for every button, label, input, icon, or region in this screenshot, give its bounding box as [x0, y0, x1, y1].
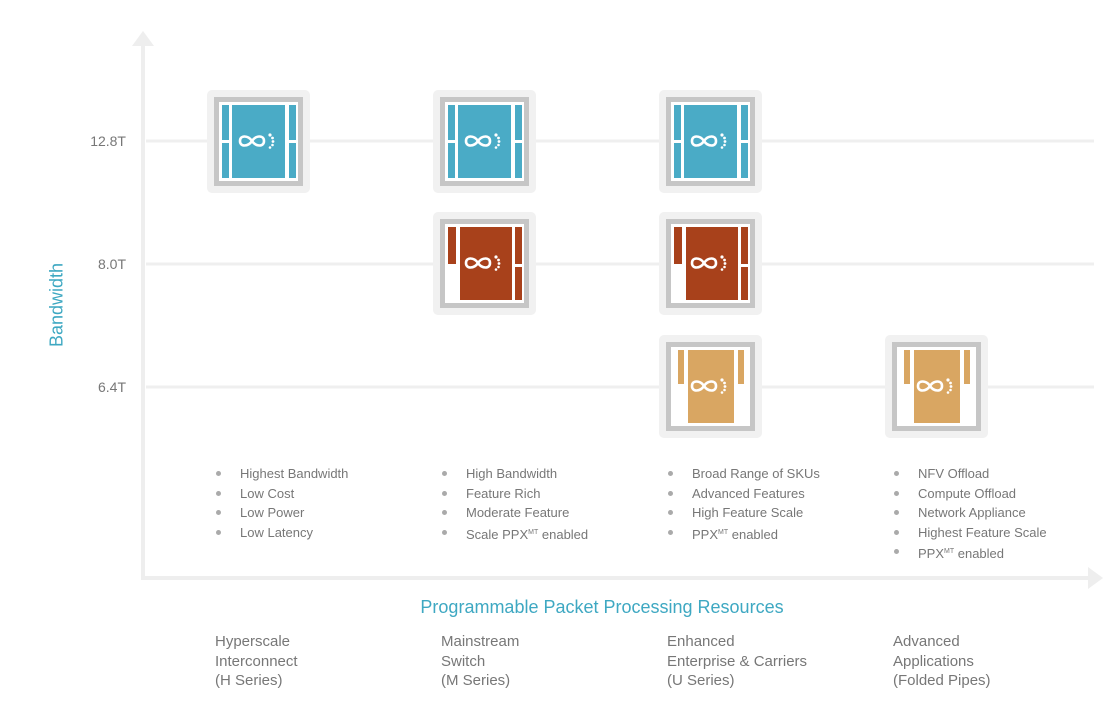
trademark-superscript: MT	[528, 528, 539, 536]
chip-red-8.0T	[433, 212, 536, 320]
infinity-footprint-logo-icon	[690, 133, 727, 149]
feature-text: Low Power	[240, 505, 305, 521]
feature-item: Low Power	[215, 503, 348, 523]
category-label-line: Enterprise & Carriers	[667, 652, 808, 670]
category-label-line: (M Series)	[441, 672, 511, 689]
category-label-line: Interconnect	[215, 652, 298, 670]
feature-item: Advanced Features	[667, 484, 820, 504]
feature-item: Low Latency	[215, 523, 348, 543]
chip-blue-12.8T	[433, 90, 536, 198]
feature-text-suffix: enabled	[538, 526, 589, 542]
infinity-footprint-logo-icon	[916, 378, 953, 394]
chip-graphic	[433, 90, 536, 193]
chip-blue-12.8T	[659, 90, 762, 198]
feature-item: High Feature Scale	[667, 503, 820, 523]
feature-text: Broad Range of SKUs	[692, 466, 820, 481]
category-label-line: Switch	[441, 652, 486, 670]
x-axis-title: Programmable Packet Processing Resources	[420, 597, 784, 617]
feature-item: PPXMT enabled	[893, 542, 1047, 564]
feature-text: Low Cost	[240, 485, 295, 501]
infinity-footprint-logo-icon	[464, 255, 501, 271]
feature-item: Network Appliance	[893, 503, 1047, 523]
chip-graphic	[433, 212, 536, 315]
trademark-superscript: MT	[718, 528, 729, 536]
feature-item: Feature Rich	[441, 484, 588, 504]
feature-item: Compute Offload	[893, 484, 1047, 504]
feature-text: PPX	[692, 526, 719, 542]
feature-item: Broad Range of SKUs	[667, 464, 820, 484]
feature-item: Highest Bandwidth	[215, 464, 348, 484]
feature-text: Advanced Features	[692, 485, 805, 501]
feature-text: Network Appliance	[918, 505, 1026, 521]
feature-text: NFV Offload	[918, 466, 990, 481]
feature-text: Low Latency	[240, 524, 313, 540]
feature-text-suffix: enabled	[728, 526, 779, 542]
category-label-line: (Folded Pipes)	[893, 672, 991, 689]
category-label-line: Mainstream	[441, 633, 520, 650]
category-label-line: Advanced	[893, 633, 960, 650]
infinity-footprint-logo-icon	[464, 133, 501, 149]
feature-text: Scale PPX	[466, 526, 529, 542]
feature-text: Feature Rich	[466, 485, 541, 501]
infinity-footprint-logo-icon	[238, 133, 275, 149]
y-tick-6.4T: 6.4T	[97, 379, 126, 395]
chip-graphic	[885, 335, 988, 438]
chip-tan-6.4T	[659, 335, 762, 443]
chip-graphic	[659, 335, 762, 438]
feature-text: High Feature Scale	[692, 505, 804, 521]
feature-item: Scale PPXMT enabled	[441, 523, 588, 545]
feature-item: PPXMT enabled	[667, 523, 820, 545]
chip-graphic	[659, 212, 762, 315]
category-label-line: Hyperscale	[215, 633, 291, 650]
infinity-footprint-logo-icon	[690, 378, 727, 394]
chip-red-8.0T	[659, 212, 762, 320]
feature-item: NFV Offload	[893, 464, 1047, 484]
feature-text: PPX	[918, 546, 945, 562]
chip-graphic	[659, 90, 762, 193]
y-axis-title: Bandwidth	[46, 262, 67, 348]
y-tick-12.8T: 12.8T	[90, 133, 126, 149]
y-tick-8.0T: 8.0T	[97, 256, 126, 272]
feature-text: High Bandwidth	[466, 466, 558, 481]
infinity-footprint-logo-icon	[690, 255, 727, 271]
chip-tan-6.4T	[885, 335, 988, 443]
category-label-line: Applications	[893, 652, 974, 670]
category-label-line: Enhanced	[667, 633, 735, 650]
trademark-superscript: MT	[944, 548, 955, 556]
feature-item: Moderate Feature	[441, 503, 588, 523]
feature-item: Highest Feature Scale	[893, 523, 1047, 543]
feature-text: Highest Feature Scale	[918, 524, 1047, 540]
feature-text: Moderate Feature	[466, 505, 570, 521]
feature-text: Compute Offload	[918, 485, 1017, 501]
category-label-line: (H Series)	[215, 672, 283, 689]
y-axis-arrow-icon	[132, 31, 154, 46]
chip-blue-12.8T	[207, 90, 310, 198]
feature-item: High Bandwidth	[441, 464, 588, 484]
x-axis-arrow-icon	[1088, 567, 1103, 589]
chip-graphic	[207, 90, 310, 193]
feature-text-suffix: enabled	[954, 546, 1005, 562]
category-label-line: (U Series)	[667, 672, 735, 689]
feature-item: Low Cost	[215, 484, 348, 504]
feature-text: Highest Bandwidth	[240, 466, 349, 481]
